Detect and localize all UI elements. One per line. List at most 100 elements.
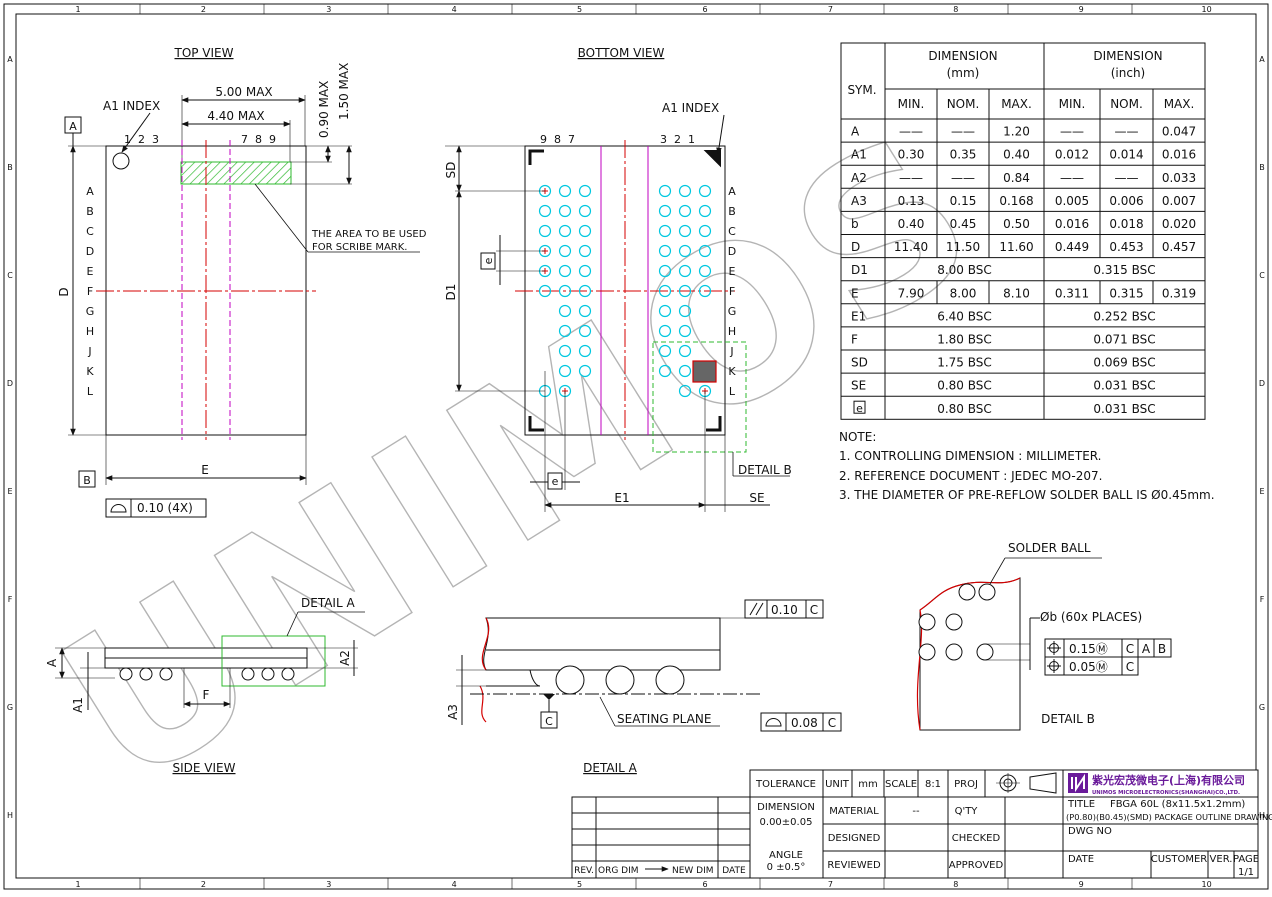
scribe-note-1: THE AREA TO BE USED <box>311 229 427 240</box>
table-sym: SD <box>851 356 868 370</box>
solder-ball <box>558 224 572 238</box>
detail-b-title: DETAIL B <box>1041 712 1095 726</box>
solder-ball <box>558 364 572 378</box>
table-cell: —— <box>951 125 975 139</box>
detail-b-callout: DETAIL B <box>738 463 792 477</box>
detail-a-callout: DETAIL A <box>301 596 355 610</box>
material-value: -- <box>912 806 920 817</box>
bottom-a1-index-label: A1 INDEX <box>662 101 719 115</box>
solder-ball <box>578 324 592 338</box>
table-cell: 0.006 <box>1109 194 1143 208</box>
zone-col-label: 7 <box>828 5 833 14</box>
bottom-row-letter: H <box>728 325 736 338</box>
top-flatness-value: 0.10 (4X) <box>137 501 193 515</box>
bottom-row-letter: B <box>728 205 736 218</box>
detail-a-edge <box>486 669 541 687</box>
top-cols-right: 7 8 9 <box>241 133 276 146</box>
zone-col-label: 8 <box>953 5 958 14</box>
scribe-mark-area <box>180 161 292 185</box>
a1-index-leader <box>121 112 151 153</box>
table-cell: 7.90 <box>898 286 925 300</box>
table-cell-bsc: 1.80 BSC <box>937 332 992 346</box>
solder-ball <box>678 244 692 258</box>
table-cell: 0.014 <box>1109 148 1143 162</box>
inch-header-2: (inch) <box>1111 66 1146 80</box>
solder-ball <box>558 184 572 198</box>
mm-header-1: DIMENSION <box>928 49 997 63</box>
detail-a-ball <box>605 665 635 695</box>
zone-row-label: F <box>1260 595 1265 604</box>
top-row-letter: F <box>87 285 93 298</box>
title-label: TITLE <box>1067 799 1095 810</box>
sub-header: MIN. <box>1059 97 1086 111</box>
zone-col-label: 6 <box>702 880 707 889</box>
zone-row-label: F <box>8 595 13 604</box>
table-sym: e <box>856 402 863 415</box>
solder-ball <box>578 224 592 238</box>
zone-row-label: A <box>7 55 13 64</box>
solder-ball-label: SOLDER BALL <box>1008 541 1091 555</box>
solder-ball <box>698 244 712 258</box>
dim-a1-label: A1 <box>71 697 85 713</box>
tol2-datum-c: C <box>1126 660 1134 674</box>
solder-ball <box>578 364 592 378</box>
dim-f-label: F <box>203 688 210 702</box>
table-cell: 0.84 <box>1003 171 1030 185</box>
table-cell: —— <box>899 171 923 185</box>
zone-col-label: 1 <box>75 880 80 889</box>
note-line: 1. CONTROLLING DIMENSION : MILLIMETER. <box>839 449 1102 463</box>
table-cell: 0.319 <box>1162 286 1196 300</box>
detail-b-ball <box>958 583 976 601</box>
detail-a-ball <box>555 665 585 695</box>
dim-e-label: E <box>201 463 209 477</box>
table-cell: 11.50 <box>946 240 980 254</box>
table-sym: SE <box>851 379 866 393</box>
table-sym: A1 <box>851 148 867 162</box>
zone-row-label: B <box>1259 163 1265 172</box>
table-cell: 0.005 <box>1055 194 1089 208</box>
sub-header: MAX. <box>1164 97 1195 111</box>
table-cell-bsc: 1.75 BSC <box>937 356 992 370</box>
solder-ball <box>558 284 572 298</box>
dwg-no-label: DWG NO <box>1068 826 1112 837</box>
datum-triangle <box>543 694 555 700</box>
dim-sd-label: SD <box>444 162 458 179</box>
zone-col-label: 8 <box>953 880 958 889</box>
table-cell: 0.033 <box>1162 171 1196 185</box>
dim-e-pitch-label: e <box>482 257 495 264</box>
company-name-cn: 紫光宏茂微电子(上海)有限公司 <box>1092 773 1245 787</box>
table-cell: 0.453 <box>1109 240 1143 254</box>
sub-header: MAX. <box>1001 97 1032 111</box>
notes: NOTE: 1. CONTROLLING DIMENSION : MILLIME… <box>839 430 1215 502</box>
table-cell-bsc: 0.069 BSC <box>1093 356 1155 370</box>
top-row-letter: A <box>86 185 94 198</box>
detail-a-view: A3 0.10 C C SEATING PLANE 0.08 C DETAIL … <box>446 599 842 775</box>
solder-ball <box>678 224 692 238</box>
dim-e-horiz-label: e <box>552 475 559 488</box>
bottom-row-letter: J <box>729 345 733 358</box>
solder-ball <box>658 224 672 238</box>
table-grid <box>840 42 1206 420</box>
angle-value: 0 ±0.5° <box>767 862 806 873</box>
solder-ball <box>578 204 592 218</box>
zone-col-label: 1 <box>75 5 80 14</box>
sub-header: NOM. <box>1110 97 1143 111</box>
zone-row-label: C <box>1259 271 1265 280</box>
corner-mark <box>528 149 544 165</box>
pitch-box <box>547 472 563 490</box>
datum-c-box <box>540 711 558 729</box>
zone-row-label: E <box>1259 487 1264 496</box>
datum-c-label: C <box>545 715 553 728</box>
solder-ball <box>678 204 692 218</box>
pitch-symbol-box <box>853 400 866 414</box>
table-cell: 0.016 <box>1055 217 1089 231</box>
dim-d1-label: D1 <box>444 284 458 301</box>
break-line <box>481 617 490 671</box>
zone-row-label: G <box>7 703 13 712</box>
break-line <box>479 685 487 723</box>
zone-col-label: 3 <box>326 880 331 889</box>
datum-b-label: B <box>83 474 91 487</box>
